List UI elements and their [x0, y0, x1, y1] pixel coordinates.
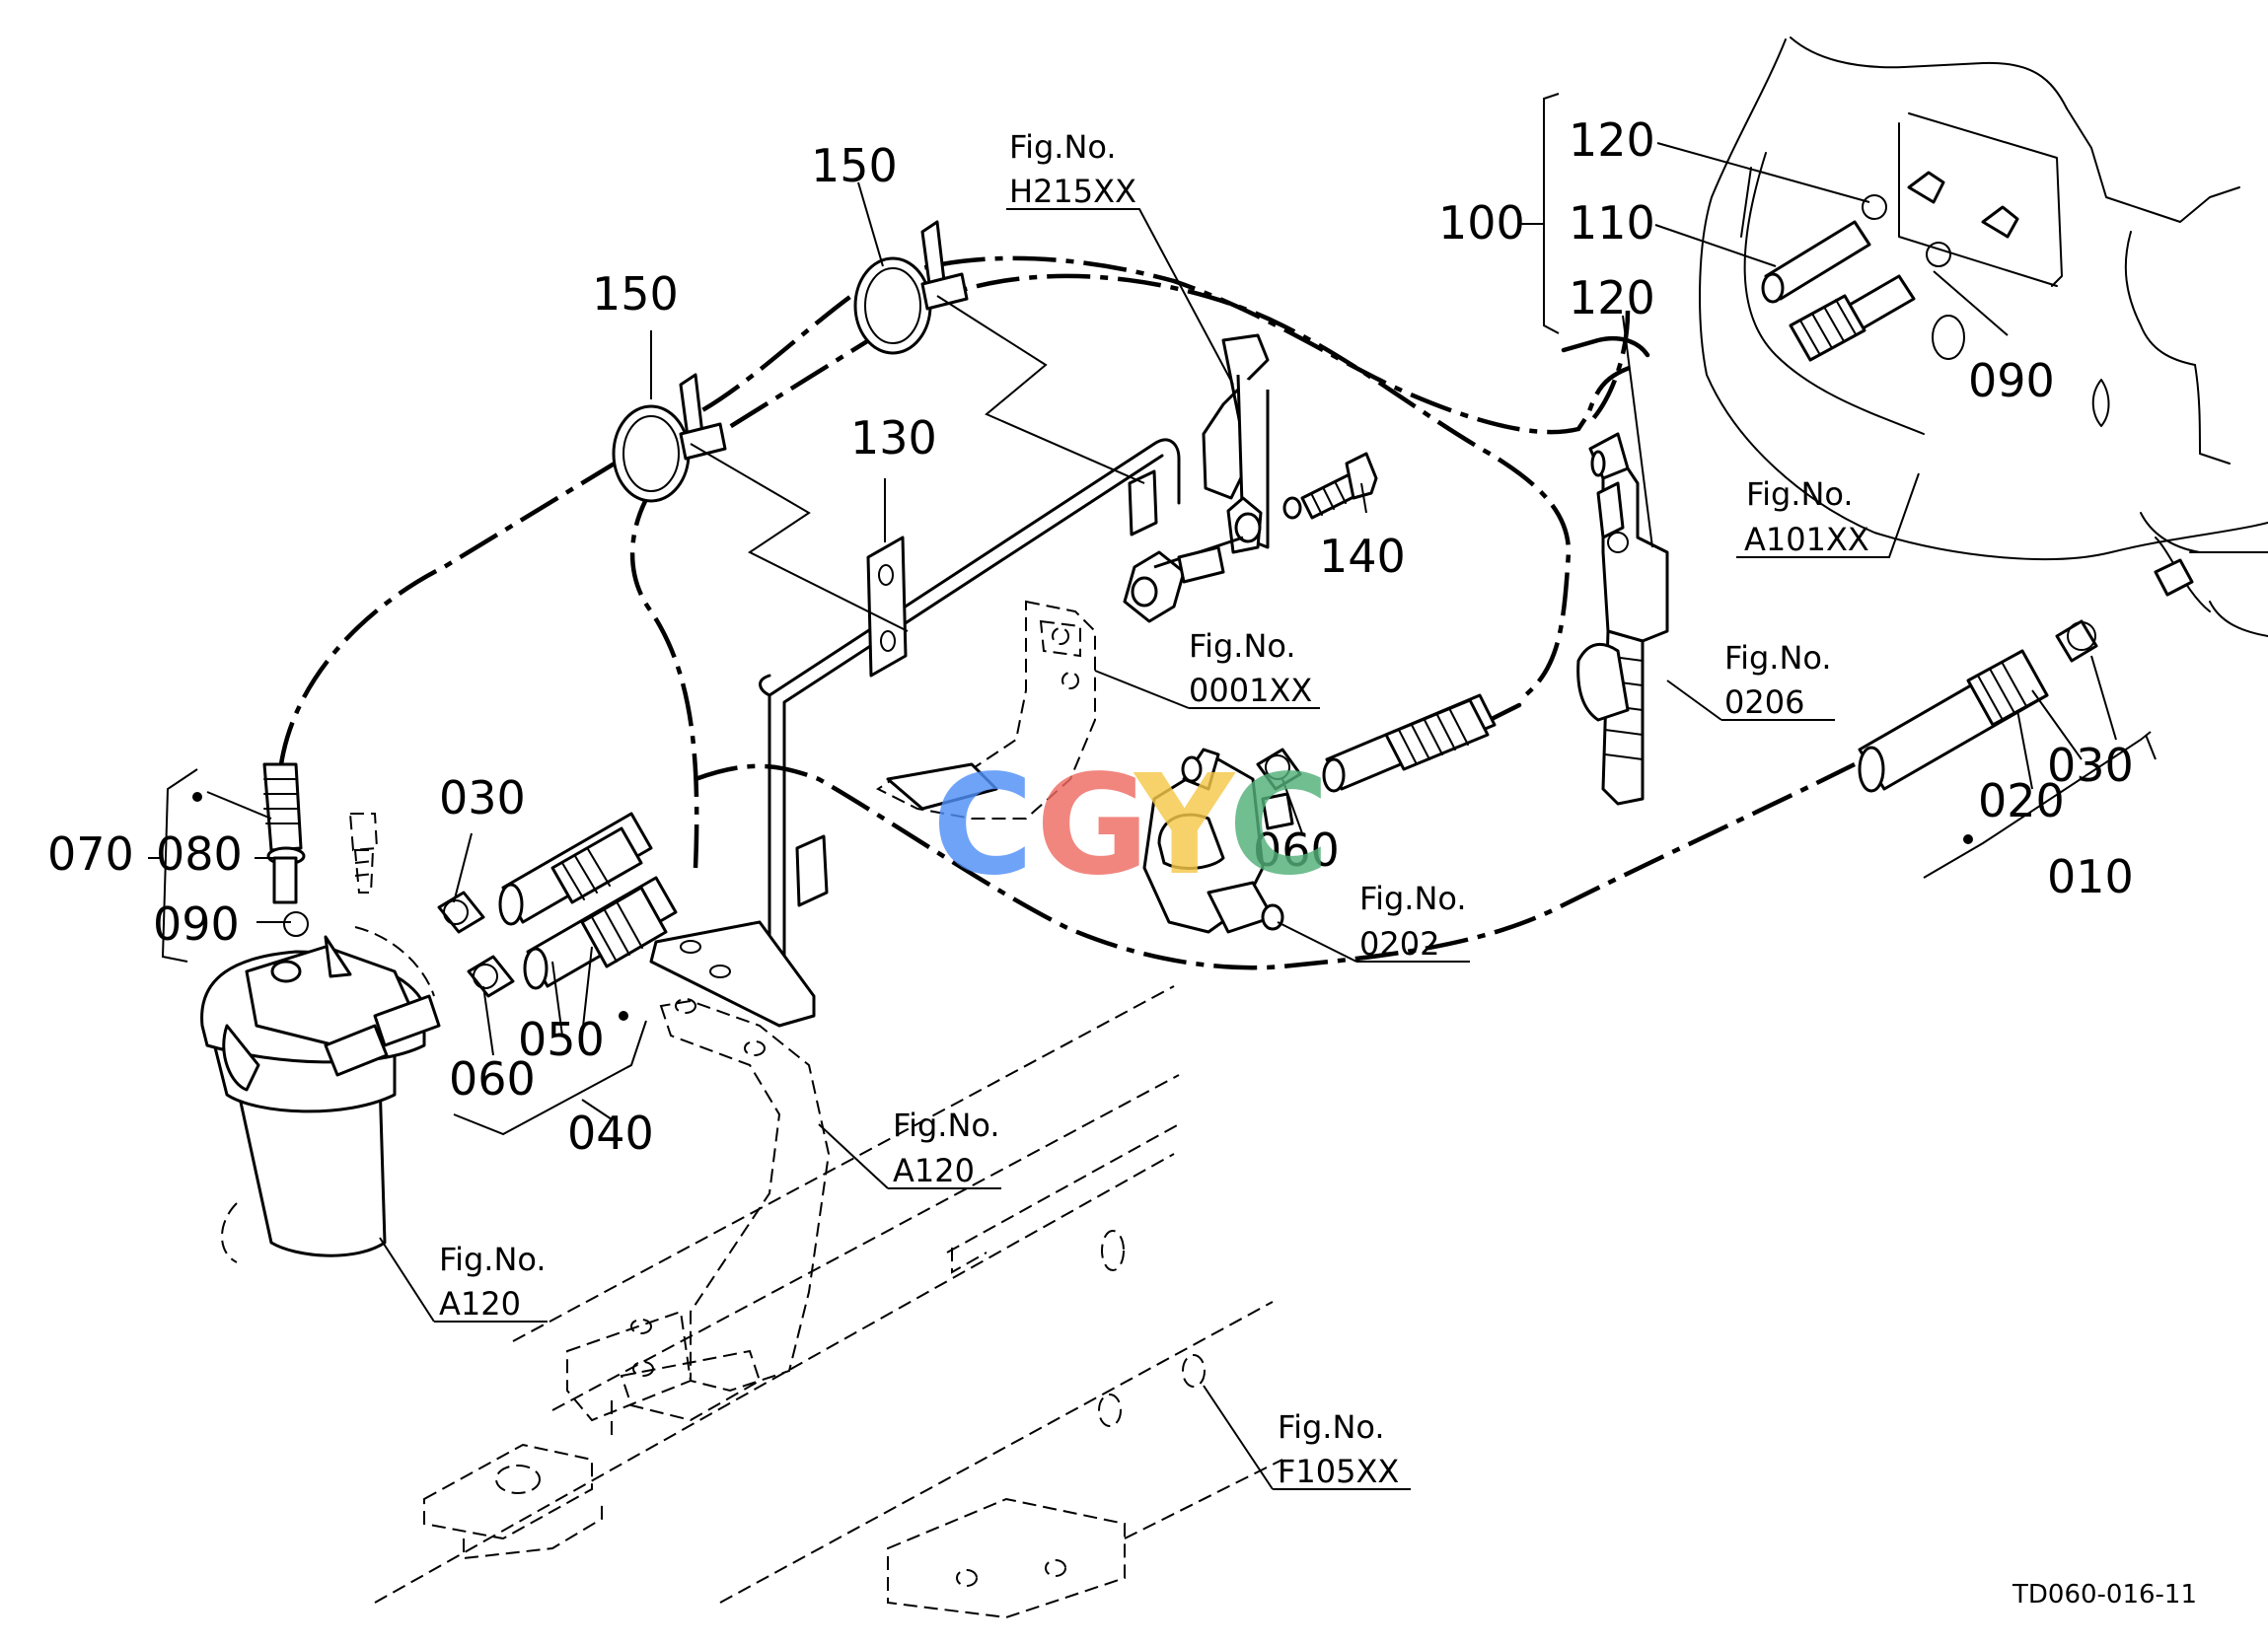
fig-ref-a120-left: Fig.No. A120 [439, 1241, 547, 1323]
fig-ref-h215: Fig.No. H215XX [1009, 128, 1136, 210]
label-140: 140 [1319, 530, 1406, 583]
label-010: 010 [2047, 850, 2134, 903]
label-150-mid: 150 [811, 139, 898, 192]
fig-ref-0001-code: 0001XX [1189, 672, 1312, 709]
fig-ref-0206-code: 0206 [1724, 683, 1804, 721]
label-090-left: 090 [153, 897, 240, 951]
fig-ref-0206-prefix: Fig.No. [1724, 639, 1832, 677]
fig-ref-0202: Fig.No. 0202 [1359, 880, 1467, 963]
bolt-140 [1282, 452, 1378, 520]
watermark-letter-4: C [1228, 746, 1330, 906]
label-030-right: 030 [2047, 739, 2134, 792]
label-020: 020 [1978, 774, 2065, 827]
label-150-left: 150 [592, 267, 679, 321]
part-number-labels: 150 150 130 140 100 120 110 120 090 060 … [47, 113, 2134, 1160]
watermark-logo: C G Y C [932, 746, 1330, 906]
fig-ref-f105-code: F105XX [1278, 1453, 1399, 1490]
watermark-letter-1: C [932, 746, 1034, 906]
fig-ref-h215-code: H215XX [1009, 173, 1136, 210]
label-120-mid: 120 [1569, 271, 1655, 324]
watermark-letter-3: Y [1133, 746, 1236, 906]
label-060-mid: 060 [1253, 823, 1340, 877]
label-040: 040 [567, 1107, 654, 1160]
label-120-top: 120 [1569, 113, 1655, 167]
label-130: 130 [850, 411, 937, 465]
fig-ref-0202-prefix: Fig.No. [1359, 880, 1467, 917]
tank-stay-bracket [649, 438, 1181, 1028]
label-070: 070 [47, 827, 134, 881]
fig-ref-a120-mid-code: A120 [893, 1152, 975, 1189]
fig-ref-0001-prefix: Fig.No. [1189, 627, 1296, 665]
hose-0206-side [1256, 693, 1497, 793]
injector [1576, 432, 1669, 806]
label-030-left: 030 [439, 771, 526, 824]
bracket-0001 [876, 600, 1096, 820]
fuel-hoses [278, 255, 1857, 970]
fig-ref-h215-prefix: Fig.No. [1009, 128, 1117, 166]
frame-rails [374, 985, 1283, 1619]
band-clamp-150-left [612, 373, 727, 503]
fig-ref-f105: Fig.No. F105XX [1278, 1408, 1399, 1490]
label-080: 080 [156, 827, 243, 881]
hose-040-050 [437, 812, 678, 998]
fig-ref-0206: Fig.No. 0206 [1724, 639, 1832, 721]
fig-ref-a120-mid-prefix: Fig.No. [893, 1107, 1000, 1144]
fig-ref-a120-mid: Fig.No. A120 [893, 1107, 1000, 1189]
label-090-right: 090 [1968, 354, 2055, 407]
watermark-letter-2: G [1036, 746, 1149, 906]
label-100: 100 [1438, 196, 1525, 250]
fig-ref-f105-prefix: Fig.No. [1278, 1408, 1385, 1446]
lift-pump [1142, 748, 1294, 934]
hose-070-080 [262, 762, 309, 937]
label-050: 050 [518, 1013, 605, 1066]
fig-ref-0202-code: 0202 [1359, 925, 1439, 963]
hose-110-grip [1789, 294, 1866, 362]
fuel-filter [200, 813, 441, 1263]
label-060-left: 060 [449, 1052, 536, 1106]
figure-reference-labels: Fig.No. H215XX Fig.No. A101XX Fig.No. 00… [439, 128, 1869, 1490]
bracket-h215 [1123, 333, 1270, 623]
drawing-code: TD060-016-11 [2012, 1580, 2197, 1610]
hose-110 [1761, 171, 2019, 362]
fig-ref-a101-code: A101XX [1744, 521, 1869, 558]
fig-ref-a120-left-prefix: Fig.No. [439, 1241, 547, 1278]
band-clamp-150-mid [853, 220, 969, 355]
label-110: 110 [1569, 196, 1655, 250]
leader-lines [148, 93, 2157, 1490]
fig-ref-a120-left-code: A120 [439, 1285, 521, 1323]
mount-bracket [566, 998, 831, 1422]
hose-020 [1858, 558, 2194, 793]
reference-dots [192, 792, 1973, 1021]
fig-ref-a101: Fig.No. A101XX [1744, 475, 1869, 558]
fig-ref-a101-prefix: Fig.No. [1746, 475, 1854, 513]
fig-ref-0001: Fig.No. 0001XX [1189, 627, 1312, 709]
